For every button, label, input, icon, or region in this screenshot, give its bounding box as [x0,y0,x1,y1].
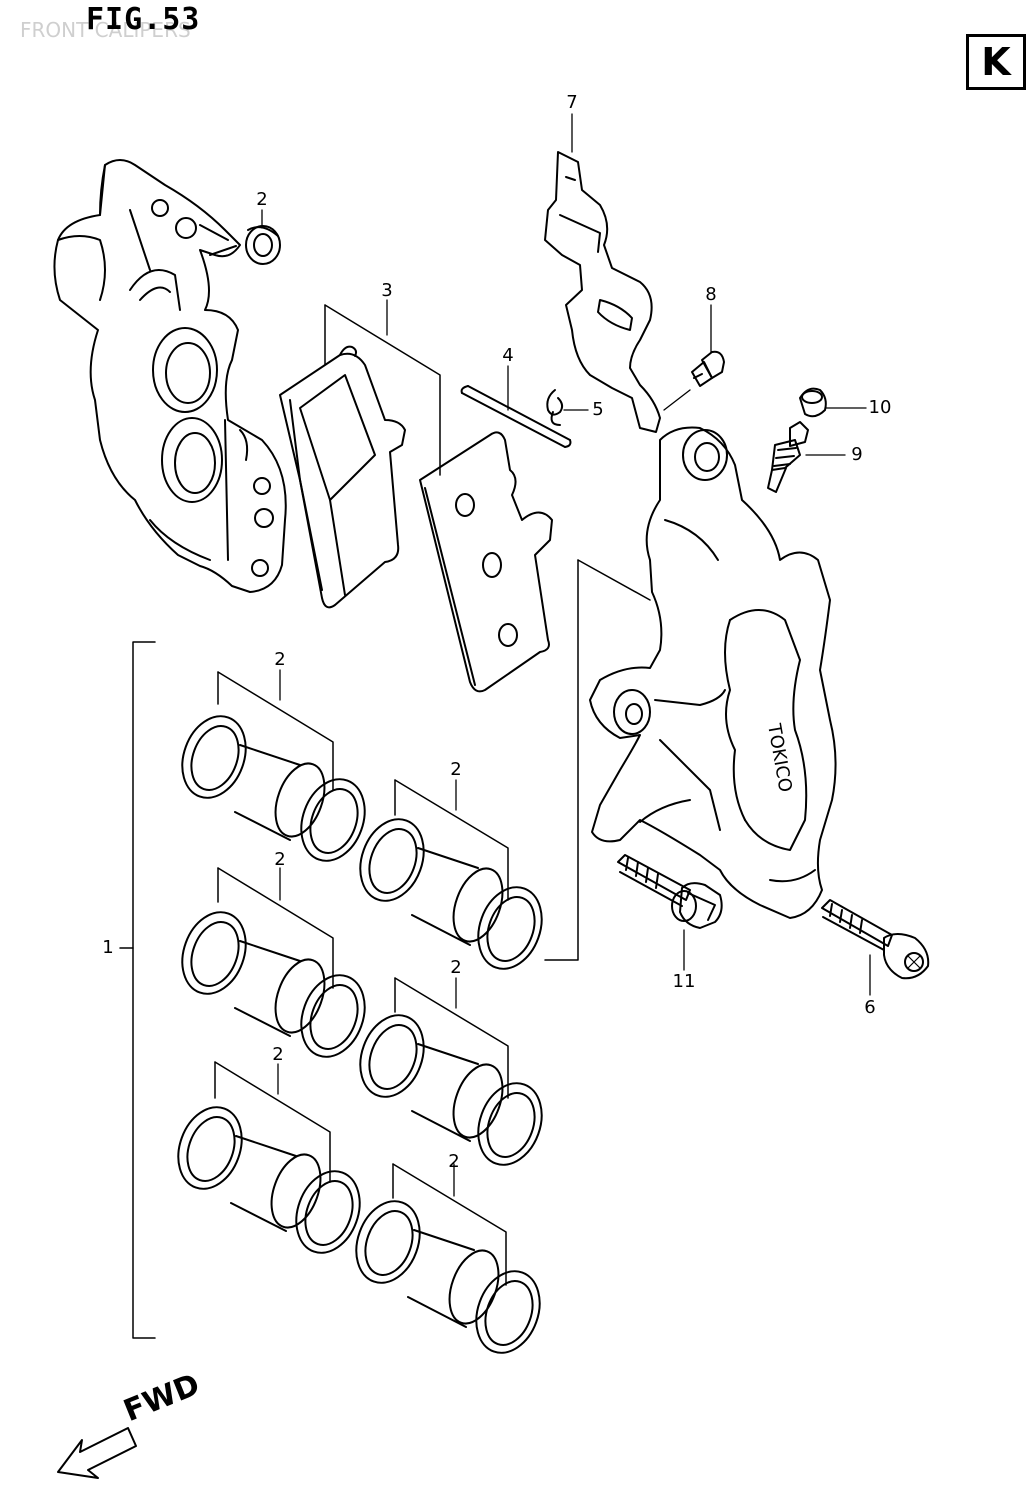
ghost-caption: FRONT CALIPERS [20,18,191,42]
piston-set-6 [345,1164,550,1362]
mounting-bolt-6 [822,900,928,978]
callout-4-pin: 4 [502,345,514,366]
callout-11-bolt: 11 [672,971,696,992]
pad-pin [462,386,571,447]
piston-set-2 [349,780,552,978]
piston-set-3 [171,868,375,1066]
callout-7-spring: 7 [566,92,578,113]
callout-5-clip: 5 [592,399,604,420]
callout-2-piston-set-5: 2 [272,1044,284,1065]
callout-3-pads: 3 [381,280,393,301]
callout-2-top-seal: 2 [256,189,268,210]
callout-8-screw: 8 [705,284,717,305]
caliper-half-left [54,160,285,592]
seal-ring-top [246,226,280,264]
piston-set-1 [171,672,375,870]
fwd-arrow-icon [58,1428,136,1478]
mounting-bolt-11 [618,855,722,928]
brake-pad-rear [420,432,552,691]
piston-set-4 [349,978,552,1174]
callout-2-piston-set-6: 2 [448,1151,460,1172]
callout-10-cap: 10 [868,397,892,418]
caliper-marking: TOKICO [763,721,796,794]
section-letter-box: K [966,34,1026,90]
callout-1-kit: 1 [102,937,114,958]
callout-2-piston-set-4: 2 [450,957,462,978]
callout-9-valve: 9 [851,444,863,465]
bleeder-valve [768,422,808,492]
pad-bracket [325,305,440,475]
bleeder-cap [800,389,826,417]
piston-set-5 [167,1062,370,1262]
callout-6-bolt: 6 [864,997,876,1018]
pin-clip [547,390,562,425]
caliper-half-right: TOKICO [590,428,836,919]
kit-bracket [120,560,650,1338]
pad-spring-plate [545,152,660,432]
callout-2-piston-set-2: 2 [450,759,462,780]
callout-2-piston-set-1: 2 [274,649,286,670]
brake-pad-front [280,347,405,608]
leader-lines [262,114,870,1196]
bleeder-screw-small [692,352,724,386]
figure-label: FIG.53 [86,2,201,37]
callout-2-piston-set-3: 2 [274,849,286,870]
